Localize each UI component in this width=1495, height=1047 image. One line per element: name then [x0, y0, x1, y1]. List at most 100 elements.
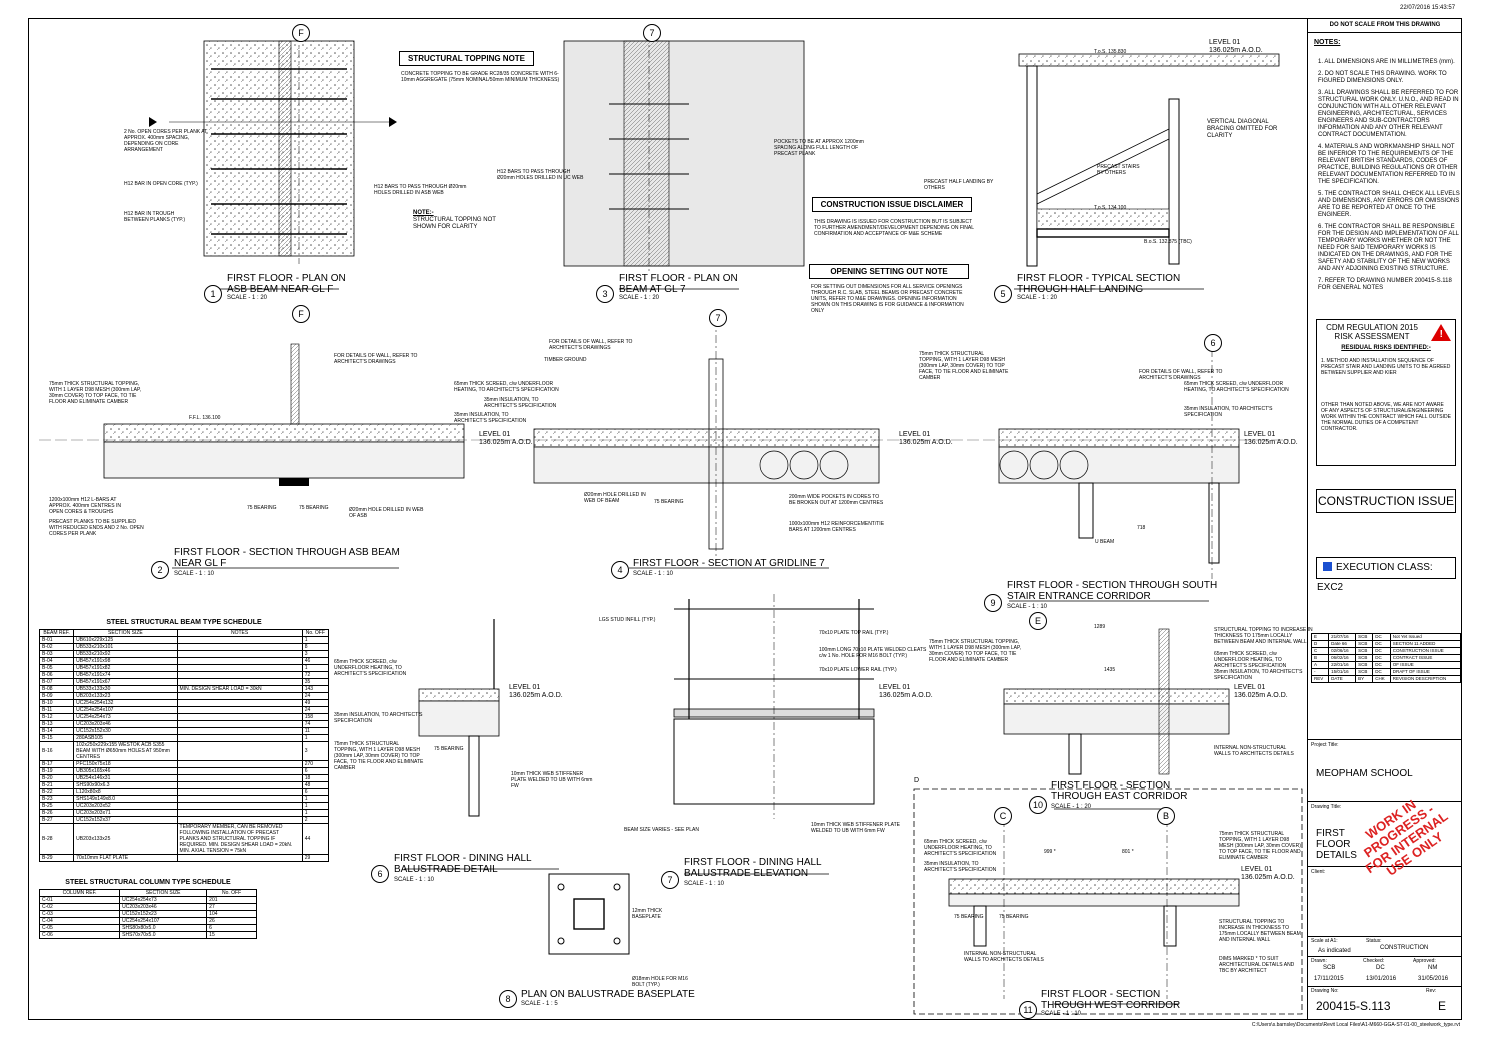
- checked-label: Checked:: [1363, 958, 1385, 964]
- table-cell: [176, 854, 303, 862]
- label-pockets: POCKETS TO BE AT APPROX 1200mm SPACING A…: [774, 139, 864, 157]
- cdm-box: CDM REGULATION 2015 RISK ASSESSMENT ! RE…: [1316, 319, 1456, 466]
- beam-schedule-table: STEEL STRUCTURAL BEAM TYPE SCHEDULE BEAM…: [38, 616, 330, 862]
- revision-col-header: REVISION DESCRIPTION: [1389, 675, 1462, 683]
- table-cell: [176, 650, 303, 658]
- note-title: NOTE:-: [413, 210, 434, 216]
- cdm-subtitle: RESIDUAL RISKS IDENTIFIED:-: [1341, 345, 1431, 351]
- number-label: Drawing No:: [1311, 988, 1339, 994]
- revision-col-header: REV: [1310, 675, 1330, 683]
- label-toprail: 70x10 PLATE TOP RAIL (TYP.): [819, 630, 889, 636]
- view6-7-balustrade: [418, 594, 875, 819]
- label-h12-uc: H12 BARS TO PASS THROUGH Ø20mm HOLES DRI…: [497, 169, 584, 181]
- cdm-title: CDM REGULATION 2015 RISK ASSESSMENT: [1326, 323, 1418, 341]
- table-cell: 2: [301, 816, 330, 824]
- label-ffl: F.F.L. 136.100: [189, 415, 221, 421]
- view-7-number: 7: [661, 871, 679, 889]
- table-cell: 1: [301, 802, 330, 810]
- revision-cell: DC: [1372, 647, 1391, 655]
- table-cell: UB533x210x92: [73, 650, 178, 658]
- note-item: 6. THE CONTRACTOR SHALL BE RESPONSIBLE F…: [1318, 224, 1459, 272]
- notes-heading: NOTES:: [1314, 39, 1341, 46]
- table-cell: UC254x254x73: [119, 896, 208, 904]
- table-cell: 48: [301, 781, 330, 789]
- drawing-number: 200415-S.113: [1316, 999, 1391, 1013]
- table-cell: 3: [301, 741, 330, 761]
- grid-bubble-f-1: F: [292, 24, 310, 42]
- table-cell: B-03: [38, 650, 75, 658]
- grid-bubble-6: 6: [1204, 334, 1222, 352]
- view-5-title: FIRST FLOOR - TYPICAL SECTION THROUGH HA…: [1017, 273, 1181, 295]
- table-cell: UB457x191x98: [73, 657, 178, 665]
- revision-col-header: CHK: [1372, 675, 1391, 683]
- view-8-number: 8: [499, 990, 517, 1008]
- table-cell: SHS149x149x8.0: [73, 795, 178, 803]
- revision-cell: DRAFT OF ISSUE: [1389, 668, 1462, 676]
- column-schedule-title: STEEL STRUCTURAL COLUMN TYPE SCHEDULE: [65, 879, 231, 886]
- table-cell: UB305x165x46: [73, 767, 178, 775]
- table-cell: C-03: [38, 910, 121, 918]
- table-cell: [176, 788, 303, 796]
- label-bearing-view4: 75 BEARING: [654, 499, 684, 505]
- drawing-linework: [39, 34, 1303, 1015]
- table-cell: B-23: [38, 795, 75, 803]
- revision-cell: DC: [1372, 668, 1391, 676]
- revision-cell: SCB: [1355, 661, 1374, 669]
- execution-class-box: EXECUTION CLASS: EXC2: [1316, 557, 1456, 593]
- label-insul-view2: 35mm INSULATION, TO ARCHITECT'S SPECIFIC…: [454, 412, 527, 424]
- cdm-footer: OTHER THAN NOTED ABOVE, WE ARE NOT AWARE…: [1321, 402, 1451, 432]
- view-11-scale: SCALE - 1 : 10: [1041, 1011, 1082, 1017]
- label-m16: Ø18mm HOLE FOR M16 BOLT (TYP.): [632, 976, 688, 988]
- label-dim718: 718: [1137, 525, 1146, 531]
- table-cell: B-13: [38, 720, 75, 728]
- label-tos1: T.o.S. 135.830: [1094, 49, 1127, 55]
- label-internal-wall-view11: INTERNAL NON-STRUCTURAL WALLS TO ARCHITE…: [964, 951, 1044, 963]
- table-cell: B-09: [38, 692, 75, 700]
- table-cell: 158: [301, 713, 330, 721]
- table-cell: B-07: [38, 678, 75, 686]
- table-cell: B-14: [38, 727, 75, 735]
- revision-cell: SCB: [1355, 654, 1374, 662]
- table-cell: UB254x146x31: [73, 774, 178, 782]
- view-9-title: FIRST FLOOR - SECTION THROUGH SOUTH STAI…: [1007, 580, 1218, 602]
- label-screed-view10: 65mm THICK SCREED, c/w UNDERFLOOR HEATIN…: [1214, 651, 1287, 669]
- label-wall-view2: FOR DETAILS OF WALL, REFER TO ARCHITECT'…: [334, 353, 418, 365]
- table-cell: B-20: [38, 774, 75, 782]
- label-half-landing: PRECAST HALF LANDING BY OTHERS: [924, 179, 994, 191]
- table-cell: PFC150x75x18: [73, 760, 178, 768]
- table-cell: C-06: [38, 931, 121, 939]
- table-cell: 44: [301, 823, 330, 855]
- project-label: Project Title:: [1311, 742, 1339, 748]
- label-bearing-view6: 75 BEARING: [434, 746, 464, 752]
- table-cell: 102x250x229x155 WESTOK ACB S355 BEAM WIT…: [73, 741, 178, 761]
- view-4-number: 4: [611, 561, 629, 579]
- table-cell: [176, 643, 303, 651]
- approved-value: NM: [1428, 965, 1438, 971]
- table-cell: 1: [301, 809, 330, 817]
- table-cell: 1: [301, 734, 330, 742]
- label-hole20: Ø20mm HOLE DRILLED IN WEB OF ASB: [349, 507, 424, 519]
- table-cell: [176, 795, 303, 803]
- view-1-title: FIRST FLOOR - PLAN ON ASB BEAM NEAR GL F: [227, 273, 346, 295]
- execution-class: EXECUTION CLASS: EXC2: [1317, 562, 1433, 593]
- warning-icon: [1431, 324, 1451, 341]
- table-cell: [176, 706, 303, 714]
- table-cell: [176, 671, 303, 679]
- table-cell: UB203x133x23: [73, 692, 178, 700]
- label-insul-view9: 35mm INSULATION, TO ARCHITECT'S SPECIFIC…: [1184, 406, 1273, 418]
- revision-cell: B: [1310, 654, 1330, 662]
- print-datetime: 22/07/2016 15:43:57: [1400, 5, 1456, 11]
- table-cell: C-01: [38, 896, 121, 904]
